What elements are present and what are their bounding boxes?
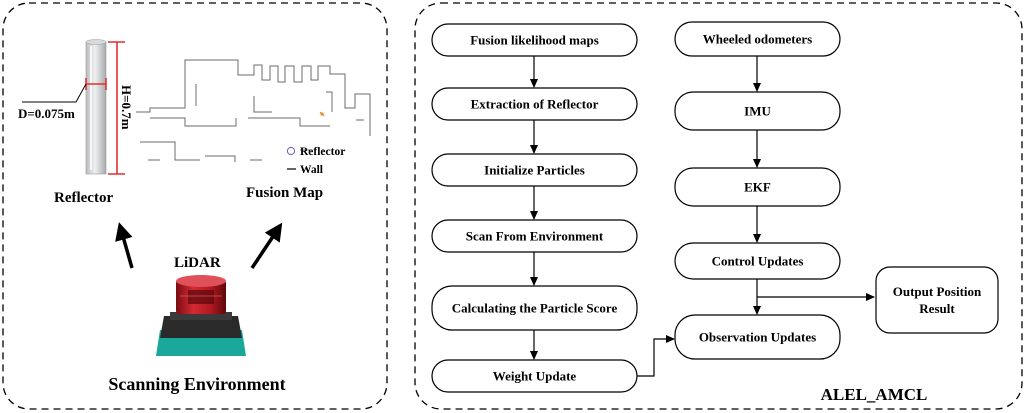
right-panel-border [414, 2, 1023, 410]
flow-box-fusion-likelihood-maps: Fusion likelihood maps [431, 23, 638, 57]
flow-box-scan-from-environment: Scan From Environment [431, 219, 638, 253]
svg-text:Result: Result [919, 301, 955, 316]
algorithm-title: ALEL_AMCL [821, 385, 928, 404]
flow-box-extraction-of-reflector: Extraction of Reflector [431, 87, 638, 121]
svg-text:Control Updates: Control Updates [712, 254, 804, 269]
svg-text:Initialize Particles: Initialize Particles [484, 163, 585, 178]
flow-box-calculating-particle-score: Calculating the Particle Score [431, 285, 638, 331]
arrow-to-reflector [115, 222, 134, 269]
fusion-map-image [136, 59, 371, 162]
legend-reflector-icon [286, 146, 296, 156]
scanning-environment-caption: Scanning Environment [108, 374, 285, 394]
lidar-device-image [156, 275, 246, 356]
diameter-leader-line [22, 83, 87, 103]
flow-box-imu: IMU [674, 91, 841, 131]
svg-text:Calculating the Particle Score: Calculating the Particle Score [452, 301, 618, 316]
svg-text:Weight Update: Weight Update [493, 369, 577, 384]
svg-text:Output Position: Output Position [893, 284, 982, 299]
reflector-diameter-label: D=0.075m [18, 106, 75, 121]
svg-text:Fusion likelihood maps: Fusion likelihood maps [470, 33, 599, 48]
flow-box-initialize-particles: Initialize Particles [431, 153, 638, 187]
legend-reflector-label: Reflector [300, 146, 345, 158]
arrow-weight-to-observation [637, 335, 675, 377]
svg-text:EKF: EKF [744, 180, 771, 195]
flow-box-wheeled-odometers: Wheeled odometers [674, 21, 841, 57]
svg-text:IMU: IMU [744, 104, 771, 119]
svg-text:Observation Updates: Observation Updates [699, 330, 816, 345]
fusion-map-label: Fusion Map [246, 185, 323, 201]
legend-wall-label: Wall [300, 164, 323, 176]
flow-box-control-updates: Control Updates [674, 242, 841, 280]
svg-text:Extraction of Reflector: Extraction of Reflector [471, 97, 599, 112]
height-dimension [108, 41, 125, 175]
arrow-to-fusion-map [250, 222, 283, 269]
flow-box-observation-updates: Observation Updates [674, 314, 841, 360]
reflector-label: Reflector [54, 190, 113, 206]
flow-box-weight-update: Weight Update [431, 359, 638, 393]
reflector-height-label: H=0.7m [119, 85, 134, 130]
reflector-rod-image [85, 39, 107, 175]
flow-box-output-position-result: Output Position Result [875, 266, 999, 334]
svg-text:Scan From Environment: Scan From Environment [466, 229, 604, 244]
flow-box-ekf: EKF [674, 167, 841, 207]
svg-text:Wheeled odometers: Wheeled odometers [703, 32, 812, 47]
lidar-label: LiDAR [174, 255, 221, 271]
